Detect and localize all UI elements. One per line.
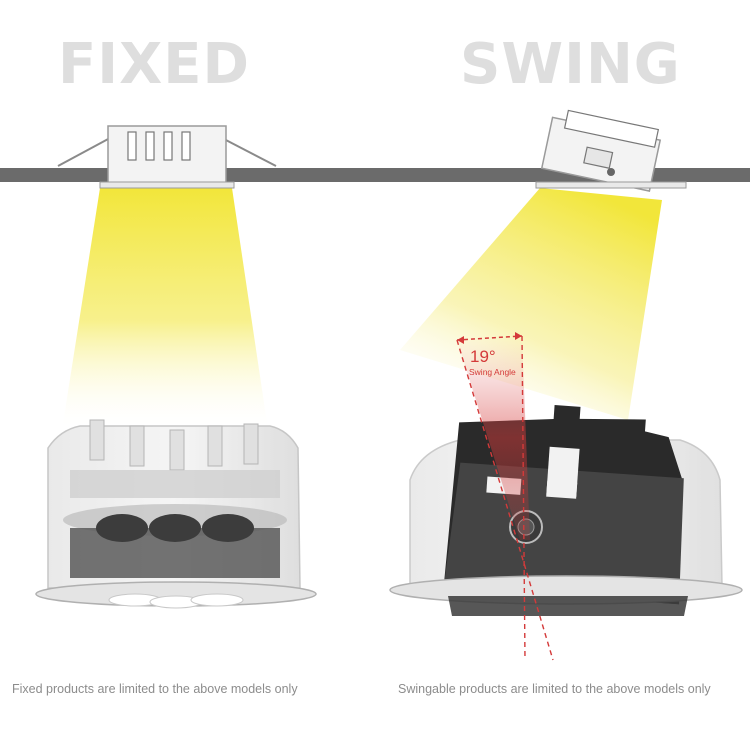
fixed-heading: FIXED [58, 32, 251, 97]
swing-light-beam [400, 188, 662, 420]
swing-heading: SWING [460, 32, 681, 97]
fixed-caption: Fixed products are limited to the above … [12, 682, 298, 696]
swing-angle-label: Swing Angle [469, 367, 516, 377]
fixed-light-beam [62, 188, 268, 430]
fixed-downlight-module [35, 419, 317, 609]
swing-angle-indicator [456, 332, 554, 661]
swing-caption: Swingable products are limited to the ab… [398, 682, 711, 696]
fixed-top-fitting [57, 125, 277, 189]
swing-top-fitting [535, 109, 687, 192]
swing-downlight-module [389, 405, 743, 616]
swing-angle-value: 19° [470, 347, 496, 366]
